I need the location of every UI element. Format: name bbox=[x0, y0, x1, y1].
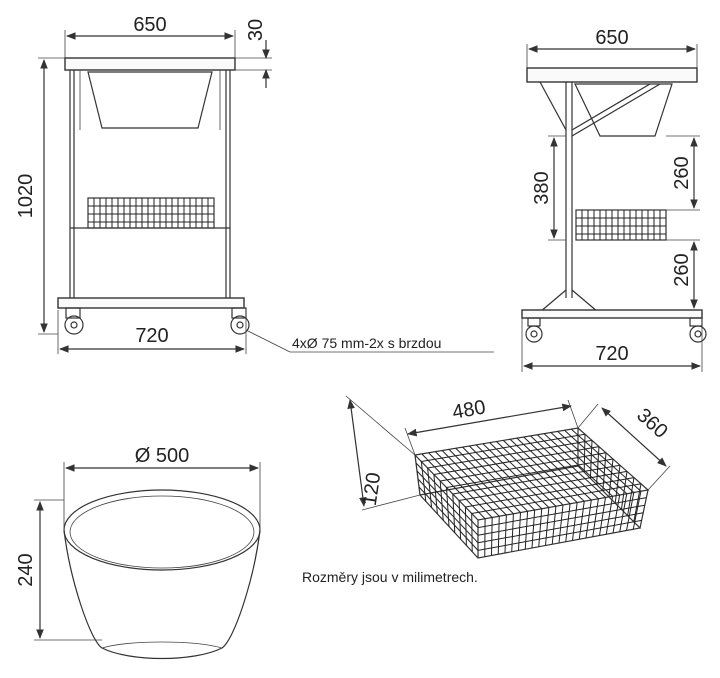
side-view: 650 260 380 260 720 bbox=[521, 27, 707, 372]
basket-dim-width: 360 bbox=[632, 404, 672, 443]
caster-note: 4xØ 75 mm-2x s brzdou bbox=[292, 335, 441, 351]
front-basket bbox=[87, 197, 215, 229]
front-dim-height: 1020 bbox=[15, 174, 37, 219]
side-basket bbox=[575, 209, 667, 241]
units-note: Rozměry jsou v milimetrech. bbox=[302, 569, 478, 585]
side-bottom-frame bbox=[521, 309, 703, 319]
front-bowl bbox=[87, 71, 213, 129]
side-dim-upper: 260 bbox=[671, 156, 693, 189]
bowl-dim-height: 240 bbox=[15, 553, 37, 586]
side-bowl bbox=[574, 83, 673, 137]
front-tabletop bbox=[64, 57, 236, 71]
basket-dim-height: 120 bbox=[359, 471, 385, 507]
bowl-detail: Ø 500 240 bbox=[15, 445, 261, 660]
front-dim-width-bottom: 720 bbox=[135, 325, 168, 347]
front-dim-width-top: 650 bbox=[133, 14, 166, 36]
basket-detail: 480 360 120 bbox=[345, 395, 672, 559]
side-dim-width-top: 650 bbox=[595, 27, 628, 49]
bowl-dim-diameter: Ø 500 bbox=[135, 445, 189, 467]
side-dim-width-bottom: 720 bbox=[595, 343, 628, 365]
front-left-caster bbox=[64, 307, 84, 335]
side-left-caster bbox=[525, 317, 543, 343]
front-dim-top-thickness: 30 bbox=[245, 19, 267, 41]
basket-dim-length: 480 bbox=[451, 396, 488, 423]
side-dim-lower: 260 bbox=[671, 253, 693, 286]
front-right-caster bbox=[230, 307, 250, 335]
side-tabletop bbox=[526, 67, 698, 83]
side-right-caster bbox=[689, 317, 707, 343]
front-view: 650 30 1020 720 4xØ 75 mm-2x s brzdou bbox=[15, 14, 494, 354]
side-dim-basket-position: 380 bbox=[531, 171, 553, 204]
front-bottom-frame bbox=[57, 297, 245, 309]
